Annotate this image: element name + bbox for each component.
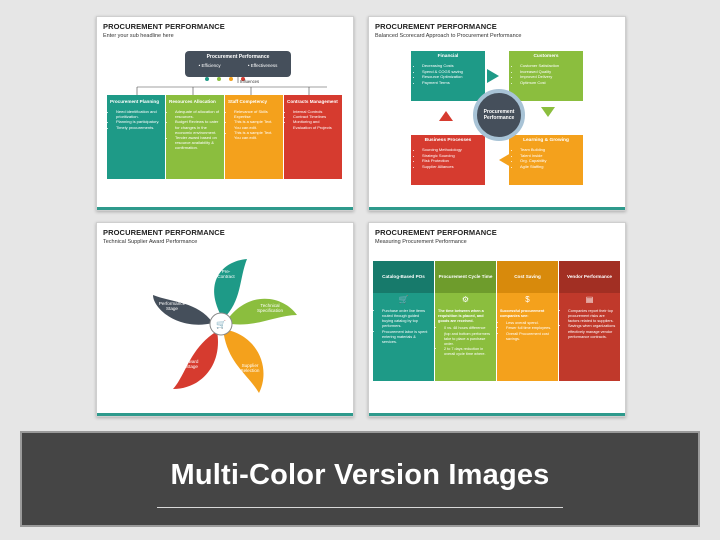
quadrant-financial: Financial Decreasing Costs Spend & COGS … bbox=[411, 51, 485, 101]
column-resources-allocation: Resources Allocation Adequate of allocat… bbox=[166, 95, 224, 179]
slide-title: PROCUREMENT PERFORMANCE bbox=[375, 228, 497, 237]
card-cost-saving: Cost Saving $ Successful procurement com… bbox=[497, 261, 558, 381]
catalog-icon: 🛒 bbox=[398, 294, 409, 304]
card-vendor-performance: Vendor Performance ▤ Companies report th… bbox=[559, 261, 620, 381]
vendor-icon: ▤ bbox=[585, 294, 594, 304]
slide-thumbnail-3[interactable]: PROCUREMENT PERFORMANCE Technical Suppli… bbox=[96, 222, 354, 417]
version-banner: Multi-Color Version Images bbox=[20, 431, 700, 527]
column-staff-competency: Staff Competency Relevance of Skills Exp… bbox=[225, 95, 283, 179]
slide-title: PROCUREMENT PERFORMANCE bbox=[375, 22, 497, 31]
influences-label: Influences bbox=[240, 79, 260, 84]
banner-title: Multi-Color Version Images bbox=[170, 459, 550, 491]
slide-accent-line bbox=[369, 207, 625, 210]
performance-box: Procurement Performance • Efficiency • E… bbox=[185, 51, 291, 77]
slide-accent-line bbox=[97, 413, 353, 416]
label-award-stage: Award Stage bbox=[185, 359, 199, 369]
slide-subtitle: Enter your sub headline here bbox=[103, 33, 174, 39]
petal-technical-specification bbox=[225, 298, 297, 325]
slide-title: PROCUREMENT PERFORMANCE bbox=[103, 228, 225, 237]
label-supplier-selection: Supplier Selection bbox=[240, 363, 260, 373]
flow-arrows bbox=[439, 69, 555, 167]
column-contracts-management: Contracts Management Internal Controls C… bbox=[284, 95, 342, 179]
quadrant-business-processes: Business Processes Sourcing Methodology … bbox=[411, 135, 485, 185]
slide-subtitle: Technical Supplier Award Performance bbox=[103, 239, 198, 245]
quadrant-learning-growing: Learning & Growing Team Building Talent … bbox=[509, 135, 583, 185]
label-pre-contract: Pre-Contract bbox=[217, 269, 235, 279]
slide-thumbnail-2[interactable]: PROCUREMENT PERFORMANCE Balanced Scoreca… bbox=[368, 16, 626, 211]
slide-subtitle: Balanced Scorecard Approach to Procureme… bbox=[375, 33, 522, 39]
column-procurement-planning: Procurement Planning Need identification… bbox=[107, 95, 165, 179]
petal-performance-stage bbox=[153, 295, 213, 325]
slide-thumbnail-1[interactable]: PROCUREMENT PERFORMANCE Enter your sub h… bbox=[96, 16, 354, 211]
petal-pre-contract bbox=[214, 259, 247, 319]
center-circle: Procurement Performance bbox=[473, 89, 525, 141]
slide-title: PROCUREMENT PERFORMANCE bbox=[103, 22, 225, 31]
label-technical-specification: Technical Specification bbox=[256, 303, 284, 313]
cost-icon: $ bbox=[525, 294, 530, 304]
card-procurement-cycle-time: Procurement Cycle Time ⚙ The time betwee… bbox=[435, 261, 496, 381]
influence-dots bbox=[205, 77, 245, 81]
slide-thumbnail-4[interactable]: PROCUREMENT PERFORMANCE Measuring Procur… bbox=[368, 222, 626, 417]
label-performance-stage: Performance Stage bbox=[158, 301, 186, 311]
petal-award-stage bbox=[173, 331, 218, 389]
cycle-icon: ⚙ bbox=[461, 294, 470, 304]
petal-supplier-selection bbox=[223, 329, 264, 393]
efficiency-label: • Efficiency bbox=[198, 63, 221, 68]
quadrant-customers: Customers Customer Satisfaction Increase… bbox=[509, 51, 583, 101]
connector-lines bbox=[136, 77, 327, 95]
petal-diagram: 🛒 bbox=[153, 259, 297, 393]
card-catalog-based-pos: Catalog-Based POs 🛒 Purchase order line … bbox=[373, 261, 434, 381]
svg-text:🛒: 🛒 bbox=[216, 319, 226, 329]
slide-accent-line bbox=[369, 413, 625, 416]
performance-box-title: Procurement Performance bbox=[206, 54, 270, 60]
slide-subtitle: Measuring Procurement Performance bbox=[375, 239, 467, 245]
slide-accent-line bbox=[97, 207, 353, 210]
effectiveness-label: • Effectiveness bbox=[247, 63, 278, 68]
banner-underline bbox=[157, 507, 563, 508]
